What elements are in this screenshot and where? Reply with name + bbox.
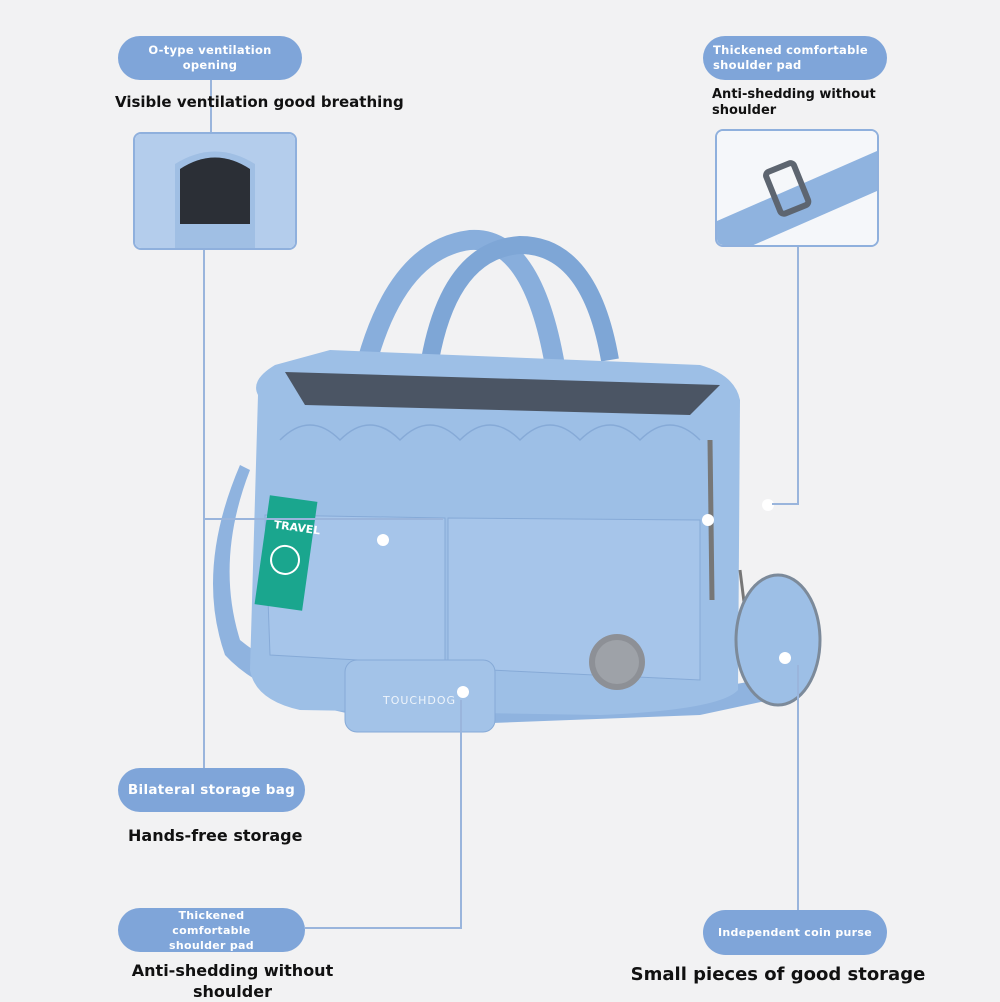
svg-text:TRAVEL: TRAVEL [273, 518, 321, 537]
feature-label-ventilation: O-type ventilation opening [118, 36, 302, 80]
feature-label-shoulder-pad-top: Thickened comfortable shoulder pad [703, 36, 887, 80]
feature-label-storage-bag: Bilateral storage bag [118, 768, 305, 812]
connector-line [460, 700, 462, 928]
connector-line [305, 927, 462, 929]
connector-line [203, 248, 205, 768]
feature-caption-shoulder-pad-bottom: Anti-shedding without shoulder [131, 961, 334, 1001]
feature-label-coin-purse: Independent coin purse [703, 910, 887, 955]
shoulder-strap-detail-image [715, 129, 879, 247]
connector-line [203, 518, 443, 520]
connector-line [797, 245, 799, 505]
feature-caption-coin-purse: Small pieces of good storage [630, 964, 926, 985]
feature-label-shoulder-pad-bottom: Thickened comfortable shoulder pad [118, 908, 305, 952]
svg-text:TOUCHDOG: TOUCHDOG [382, 694, 456, 707]
ventilation-detail-image [133, 132, 297, 250]
connector-line [797, 665, 799, 910]
connector-line [210, 80, 212, 132]
connector-line [772, 503, 799, 505]
feature-caption-shoulder-pad-top: Anti-shedding without shoulder [712, 87, 876, 118]
feature-caption-ventilation: Visible ventilation good breathing [115, 93, 404, 111]
feature-caption-storage-bag: Hands-free storage [128, 826, 303, 845]
